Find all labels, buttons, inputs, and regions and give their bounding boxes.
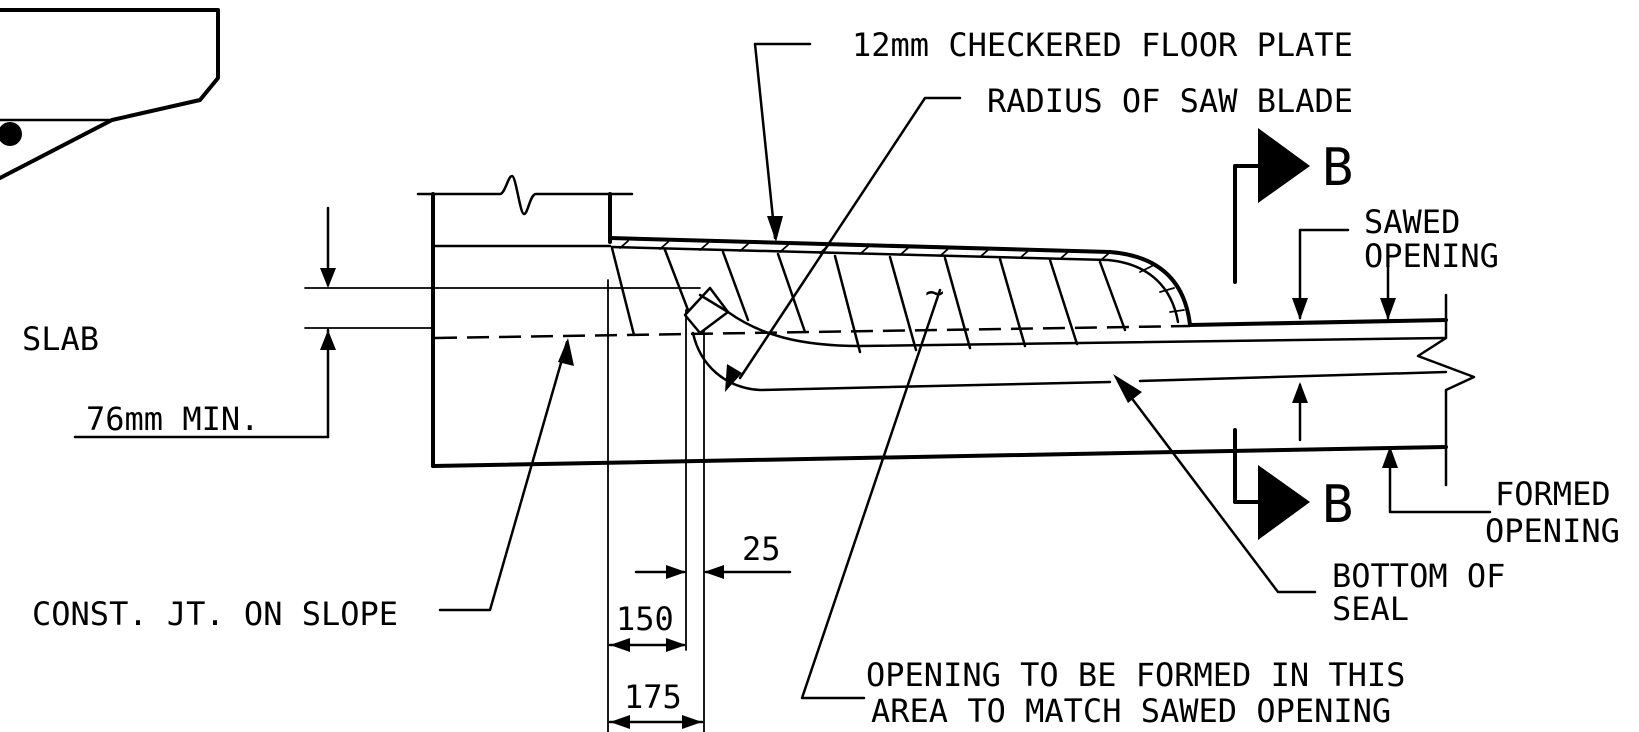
dimension-175: 175	[624, 678, 682, 716]
opening-formed-note-line1: OPENING TO BE FORMED IN THIS	[866, 656, 1405, 694]
sawed-opening-note-line1: SAWED	[1364, 203, 1460, 241]
section-cut-top	[1233, 128, 1310, 284]
slab-dimension	[73, 206, 701, 439]
annotations: 12mm CHECKERED FLOOR PLATE RADIUS OF SAW…	[22, 26, 1620, 730]
wall-stub	[416, 174, 634, 468]
anchor-bars	[610, 246, 1127, 354]
bottom-dimensions	[607, 279, 792, 732]
slab-body	[431, 324, 1448, 468]
sawed-opening-note-line2: OPENING	[1364, 237, 1499, 275]
leaders	[438, 42, 1492, 700]
bottom-seal-note-line1: BOTTOM OF	[1332, 557, 1505, 595]
checkered-floor-plate	[608, 236, 1448, 327]
const-jt-note: CONST. JT. ON SLOPE	[32, 595, 398, 633]
formed-opening-note-line1: FORMED	[1495, 475, 1611, 513]
dimension-150: 150	[616, 600, 674, 638]
formed-opening-note-line2: OPENING	[1485, 512, 1620, 550]
section-mark-bottom: B	[1322, 475, 1353, 535]
adjacent-detail-fragment	[0, 8, 220, 180]
section-mark-top: B	[1322, 138, 1353, 198]
opening-formed-note-line2: AREA TO MATCH SAWED OPENING	[871, 692, 1391, 730]
tilde-symbol: ~	[925, 273, 944, 311]
dimension-25: 25	[742, 530, 781, 568]
slab-min-note: 76mm MIN.	[86, 400, 259, 438]
saw-blade-note: RADIUS OF SAW BLADE	[987, 82, 1353, 120]
slab-label: SLAB	[22, 320, 99, 358]
sawed-opening	[683, 286, 1476, 487]
floor-plate-note: 12mm CHECKERED FLOOR PLATE	[852, 26, 1353, 64]
section-cut-bottom	[1233, 428, 1310, 540]
bottom-seal-note-line2: SEAL	[1332, 590, 1409, 628]
